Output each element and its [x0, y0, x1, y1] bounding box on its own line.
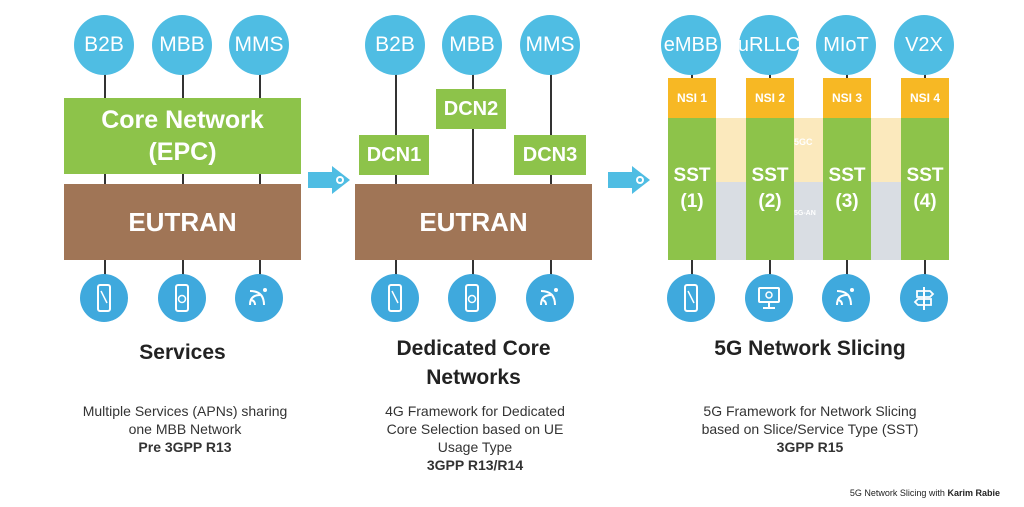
- service-circle-v2x: V2X: [894, 15, 954, 75]
- sst-box-3: SST (3): [823, 118, 871, 260]
- sst-number: (1): [680, 191, 704, 212]
- iot-sensor-icon: [526, 274, 574, 322]
- desc-line: one MBB Network: [128, 421, 242, 437]
- sst-number: (4): [913, 191, 937, 212]
- sst-number: (3): [835, 191, 859, 212]
- dcn2-box: DCN2: [436, 89, 506, 129]
- connector-line: [472, 70, 474, 280]
- service-circle-mbb: MBB: [442, 15, 502, 75]
- arrow-right-icon: [606, 164, 654, 196]
- eutran-box: EUTRAN: [64, 184, 301, 260]
- footer-credit: 5G Network Slicing with Karim Rabie: [850, 488, 1000, 498]
- desc-line: Core Selection based on UE: [386, 421, 564, 437]
- 5g-an-label: 5G-AN: [794, 210, 816, 217]
- dcn3-box: DCN3: [514, 135, 586, 175]
- connector-line: [182, 70, 184, 280]
- connector-line: [550, 70, 552, 280]
- desc-line: Multiple Services (APNs) sharing: [82, 403, 288, 419]
- sst-box-1: SST (1): [668, 118, 716, 260]
- desc-line: Usage Type: [437, 439, 513, 455]
- panel-description: Multiple Services (APNs) sharing one MBB…: [40, 402, 330, 456]
- arrow-right-icon: [306, 164, 354, 196]
- sst-label: SST: [751, 165, 789, 186]
- smartphone-icon: [371, 274, 419, 322]
- release-label: Pre 3GPP R13: [138, 439, 232, 455]
- sst-label: SST: [673, 165, 711, 186]
- footer-prefix: 5G Network Slicing with: [849, 488, 945, 498]
- smartphone-icon: [667, 274, 715, 322]
- release-label: 3GPP R13/R14: [426, 457, 524, 473]
- service-circle-urllc: uRLLC: [738, 15, 800, 75]
- payment-phone-icon: [158, 274, 206, 322]
- nsi-box-3: NSI 3: [823, 78, 871, 118]
- desc-line: based on Slice/Service Type (SST): [701, 421, 919, 437]
- sst-label: SST: [906, 165, 944, 186]
- panel-description: 5G Framework for Network Slicing based o…: [650, 402, 970, 456]
- service-circle-b2b: B2B: [365, 15, 425, 75]
- service-circle-miot: MIoT: [816, 15, 876, 75]
- 5gc-band: [716, 118, 902, 182]
- sst-box-2: SST (2): [746, 118, 794, 260]
- payment-phone-icon: [448, 274, 496, 322]
- 5gc-label: 5GC: [794, 137, 813, 147]
- nsi-box-1: NSI 1: [668, 78, 716, 118]
- eutran-box: EUTRAN: [355, 184, 592, 260]
- title-line: Networks: [426, 366, 521, 389]
- desc-line: 4G Framework for Dedicated: [385, 403, 565, 419]
- sst-box-4: SST (4): [901, 118, 949, 260]
- connector-line: [104, 70, 106, 280]
- service-circle-mms: MMS: [520, 15, 580, 75]
- signpost-icon: [900, 274, 948, 322]
- connector-line: [259, 70, 261, 280]
- iot-sensor-icon: [235, 274, 283, 322]
- nsi-box-2: NSI 2: [746, 78, 794, 118]
- title-line: Dedicated Core: [396, 337, 551, 360]
- core-network-label: Core Network: [101, 106, 264, 134]
- panel-title: 5G Network Slicing: [714, 337, 906, 360]
- service-circle-mbb: MBB: [152, 15, 212, 75]
- service-circle-b2b: B2B: [74, 15, 134, 75]
- footer-author: Karim Rabie: [947, 488, 1000, 498]
- panel-title: Services: [139, 341, 226, 364]
- core-network-epc-box: Core Network (EPC): [64, 98, 301, 174]
- panel-description: 4G Framework for Dedicated Core Selectio…: [330, 402, 620, 474]
- release-label: 3GPP R15: [776, 439, 844, 455]
- desc-line: 5G Framework for Network Slicing: [703, 403, 917, 419]
- panel-title: Dedicated Core Networks: [340, 334, 607, 392]
- smartphone-icon: [80, 274, 128, 322]
- nsi-box-4: NSI 4: [901, 78, 949, 118]
- connector-line: [395, 70, 397, 280]
- monitor-camera-icon: [745, 274, 793, 322]
- service-circle-embb: eMBB: [661, 15, 721, 75]
- 5g-an-band: [716, 182, 902, 260]
- dcn1-box: DCN1: [359, 135, 429, 175]
- sst-number: (2): [758, 191, 782, 212]
- service-circle-mms: MMS: [229, 15, 289, 75]
- epc-label: (EPC): [148, 138, 217, 166]
- sst-label: SST: [828, 165, 866, 186]
- iot-sensor-icon: [822, 274, 870, 322]
